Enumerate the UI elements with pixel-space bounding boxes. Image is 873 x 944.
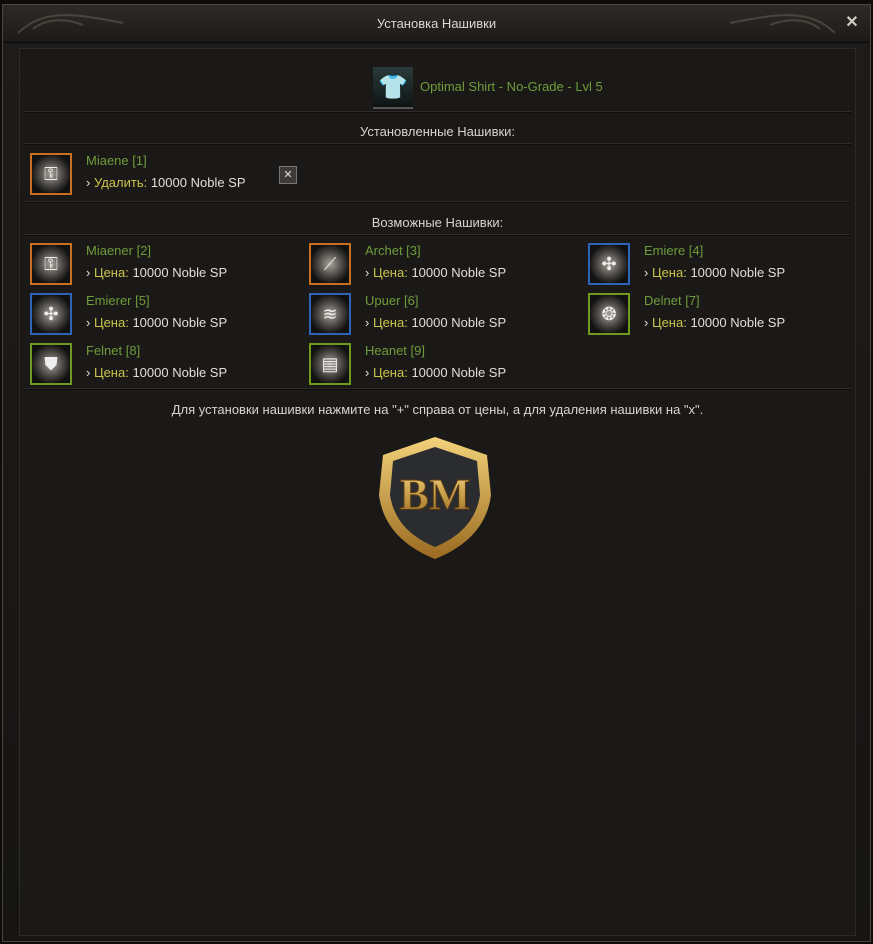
patch-name: Heanet [9] — [365, 343, 425, 358]
available-patch[interactable]: ✣ Emiere [4] › Цена: 10000 Noble SP — [588, 243, 858, 287]
divider — [24, 388, 851, 390]
hint-text: Для установки нашивки нажмите на "+" спр… — [171, 402, 704, 417]
patch-price: › Цена: 10000 Noble SP — [86, 365, 228, 380]
divider — [24, 234, 851, 236]
price-value: 10000 Noble SP — [690, 315, 786, 330]
price-value: 10000 Noble SP — [690, 265, 786, 280]
available-patch[interactable]: ✣ Emierer [5] › Цена: 10000 Noble SP — [30, 293, 300, 337]
close-button[interactable]: ✕ — [845, 14, 859, 31]
patch-name: Emierer [5] — [86, 293, 150, 308]
patch-icon: ▤ — [309, 343, 351, 385]
logo-text: BM — [400, 470, 471, 519]
price-value: 10000 Noble SP — [411, 365, 507, 380]
available-patch[interactable]: ≋ Upuer [6] › Цена: 10000 Noble SP — [309, 293, 579, 337]
available-patch[interactable]: ⚿ Miaener [2] › Цена: 10000 Noble SP — [30, 243, 300, 287]
price-label: Цена: — [93, 315, 129, 330]
patch-name: Felnet [8] — [86, 343, 141, 358]
patch-price: › Цена: 10000 Noble SP — [644, 265, 786, 280]
patch-icon: ✣ — [30, 293, 72, 335]
ornament-icon — [729, 14, 836, 34]
price-label: Цена: — [372, 265, 408, 280]
price-value: 10000 Noble SP — [150, 175, 246, 190]
available-patch[interactable]: ⟋ Archet [3] › Цена: 10000 Noble SP — [309, 243, 579, 287]
window-title: Установка Нашивки — [376, 16, 497, 31]
patch-name: Upuer [6] — [365, 293, 419, 308]
price-value: 10000 Noble SP — [132, 315, 228, 330]
price-label: Цена: — [651, 265, 687, 280]
bm-logo: BM — [379, 437, 491, 559]
patch-price: › Цена: 10000 Noble SP — [86, 265, 228, 280]
patch-icon: ❂ — [588, 293, 630, 335]
price-label: Цена: — [651, 315, 687, 330]
remove-button[interactable]: ✕ — [279, 166, 297, 184]
patch-price: › Удалить: 10000 Noble SP — [86, 175, 246, 190]
patch-name: Miaene [1] — [86, 153, 147, 168]
patch-icon: ✣ — [588, 243, 630, 285]
ornament-icon — [17, 14, 124, 34]
patch-price: › Цена: 10000 Noble SP — [365, 265, 507, 280]
content-panel: 👕 Optimal Shirt - No-Grade - Lvl 5 Устан… — [19, 48, 856, 936]
patch-price: › Цена: 10000 Noble SP — [365, 365, 507, 380]
price-value: 10000 Noble SP — [132, 365, 228, 380]
installed-patch: ⚿ Miaene [1] › Удалить: 10000 Noble SP ✕ — [30, 153, 300, 197]
divider — [24, 111, 851, 113]
price-value: 10000 Noble SP — [132, 265, 228, 280]
patch-icon: ≋ — [309, 293, 351, 335]
patch-name: Miaener [2] — [86, 243, 152, 258]
available-heading: Возможные Нашивки: — [371, 215, 504, 230]
price-value: 10000 Noble SP — [411, 265, 507, 280]
price-label: Цена: — [372, 315, 408, 330]
item-name: Optimal Shirt - No-Grade - Lvl 5 — [420, 79, 603, 94]
shirt-icon: 👕 — [373, 67, 413, 109]
patch-price: › Цена: 10000 Noble SP — [86, 315, 228, 330]
patch-name: Emiere [4] — [644, 243, 704, 258]
installed-heading: Установленные Нашивки: — [359, 124, 516, 139]
price-label: Цена: — [93, 365, 129, 380]
patch-name: Archet [3] — [365, 243, 421, 258]
divider — [24, 201, 851, 203]
available-patch[interactable]: ▤ Heanet [9] › Цена: 10000 Noble SP — [309, 343, 579, 387]
patch-price: › Цена: 10000 Noble SP — [365, 315, 507, 330]
patch-name: Delnet [7] — [644, 293, 700, 308]
title-bar[interactable]: Установка Нашивки ✕ — [3, 5, 870, 43]
price-value: 10000 Noble SP — [411, 315, 507, 330]
patch-icon: ⛊ — [30, 343, 72, 385]
remove-label: Удалить: — [93, 175, 148, 190]
price-label: Цена: — [372, 365, 408, 380]
available-patch[interactable]: ❂ Delnet [7] › Цена: 10000 Noble SP — [588, 293, 858, 337]
patch-icon: ⚿ — [30, 153, 72, 195]
dialog-window: Установка Нашивки ✕ 👕 Optimal Shirt - No… — [2, 4, 871, 942]
price-label: Цена: — [93, 265, 129, 280]
patch-icon: ⟋ — [309, 243, 351, 285]
patch-icon: ⚿ — [30, 243, 72, 285]
patch-price: › Цена: 10000 Noble SP — [644, 315, 786, 330]
divider — [24, 143, 851, 145]
available-patch[interactable]: ⛊ Felnet [8] › Цена: 10000 Noble SP — [30, 343, 300, 387]
